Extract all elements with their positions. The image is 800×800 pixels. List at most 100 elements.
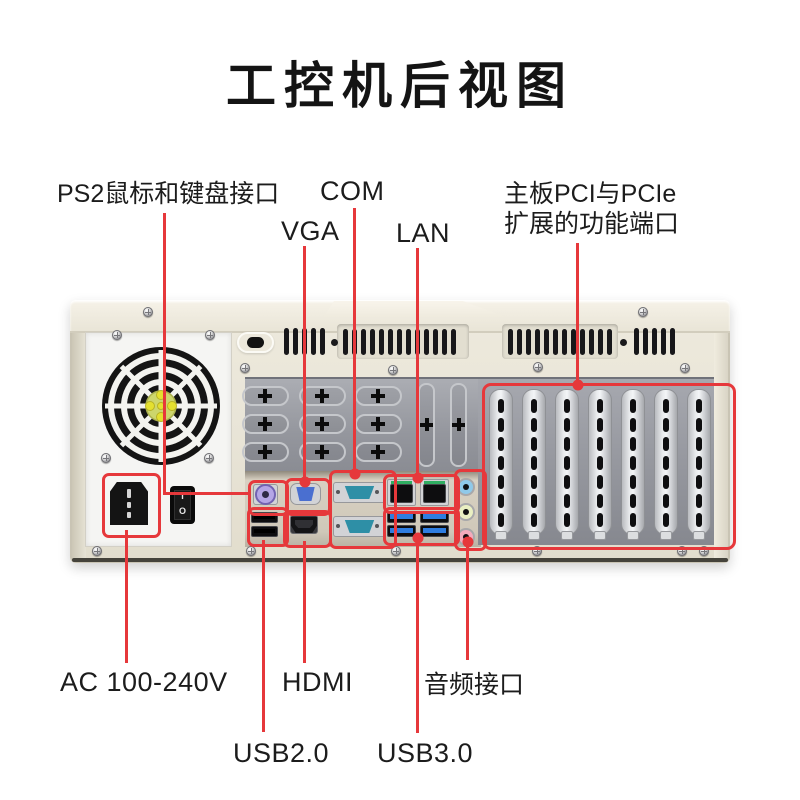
vent-slot: [433, 329, 438, 355]
pci-cover-vent: [663, 437, 669, 451]
leader-dot-audio: [462, 536, 474, 548]
pci-cover-vent: [696, 456, 702, 470]
leader-pci: [576, 243, 579, 385]
com-port-top: [344, 486, 375, 499]
leader-com: [353, 208, 356, 473]
screw: [204, 453, 214, 463]
vent-slot: [580, 329, 585, 355]
screw: [391, 546, 401, 556]
pci-cover-vent: [663, 513, 669, 527]
vent-slot: [424, 329, 429, 355]
pci-cover-vent: [531, 475, 537, 489]
leader-dot-pci: [572, 379, 584, 391]
screw: [205, 330, 215, 340]
vent-slot: [607, 329, 612, 355]
knockout-cross: [320, 445, 324, 459]
screw: [246, 546, 256, 556]
label-usb3: USB3.0: [377, 738, 474, 768]
com-screw-post: [375, 490, 379, 494]
leader-dot-lan: [412, 472, 424, 484]
screw: [638, 307, 648, 317]
pci-cover-vent: [498, 437, 504, 451]
label-usb2: USB2.0: [233, 738, 330, 768]
lan-port: [423, 484, 446, 503]
box-pci: [482, 383, 736, 550]
leader-dot-vga: [299, 476, 311, 488]
page-title: 工控机后视图: [226, 58, 574, 114]
chassis-left-edge: [72, 333, 86, 559]
pci-cover-vent: [564, 399, 570, 413]
pci-cover-vent: [630, 494, 636, 508]
vent-slot: [634, 328, 639, 355]
pci-cover-tab: [528, 531, 540, 540]
pci-cover-vent: [531, 456, 537, 470]
vent-slot: [320, 328, 325, 355]
pci-cover-vent: [630, 399, 636, 413]
screw: [532, 546, 542, 556]
knockout-cross: [263, 445, 267, 459]
pci-cover-vent: [696, 418, 702, 432]
vent-recess: [337, 324, 469, 359]
pci-cover-vent: [498, 475, 504, 489]
pci-cover-vent: [564, 437, 570, 451]
vent-slot: [451, 329, 456, 355]
ac-pin: [127, 489, 131, 498]
pci-cover-vent: [663, 418, 669, 432]
leader-audio: [466, 543, 469, 660]
vent-slot: [442, 329, 447, 355]
pci-slot-cover: [489, 389, 513, 535]
vent-slot: [562, 329, 567, 355]
pci-cover-vent: [531, 399, 537, 413]
usb3-tongue: [423, 514, 446, 519]
label-pci-line2: 扩展的功能端口: [504, 210, 680, 238]
vent-slot: [571, 329, 576, 355]
pci-cover-vent: [531, 494, 537, 508]
screw: [533, 362, 543, 372]
pci-cover-tab: [627, 531, 639, 540]
pci-cover-vent: [498, 513, 504, 527]
audio-jack-hole: [463, 509, 469, 515]
screw: [143, 307, 153, 317]
chassis-right-edge: [714, 333, 728, 559]
pci-cover-vent: [663, 399, 669, 413]
power-switch-on-mark: I: [181, 491, 184, 501]
box-hdmi: [283, 510, 332, 548]
box-usb2: [247, 507, 289, 547]
pci-cover-vent: [663, 456, 669, 470]
leader-dot-com: [349, 468, 361, 480]
label-com: COM: [320, 176, 385, 206]
com-screw-post: [375, 524, 379, 528]
leader-hdmi: [303, 541, 306, 663]
screw: [680, 363, 690, 373]
label-pci-line1: 主板PCI与PCIe: [504, 180, 677, 208]
vent-hole: [331, 339, 338, 346]
screw: [112, 330, 122, 340]
knockout-cross: [320, 417, 324, 431]
vent-slot: [293, 328, 298, 355]
pci-cover-vent: [696, 475, 702, 489]
vent-slot: [397, 329, 402, 355]
vent-slot: [388, 329, 393, 355]
usb2-slot: [254, 529, 275, 533]
box-ac: [102, 473, 161, 538]
vent-slot: [343, 329, 348, 355]
label-hdmi: HDMI: [282, 667, 353, 697]
pci-cover-vent: [498, 399, 504, 413]
pci-cover-vent: [498, 418, 504, 432]
pci-cover-tab: [561, 531, 573, 540]
label-pci: 主板PCI与PCIe 扩展的功能端口: [504, 179, 679, 239]
vent-slot: [598, 329, 603, 355]
pci-cover-tab: [693, 531, 705, 540]
label-ps2: PS2鼠标和键盘接口: [57, 180, 280, 208]
vent-slot: [370, 329, 375, 355]
pci-cover-vent: [597, 418, 603, 432]
screw: [240, 363, 250, 373]
knockout-cross: [263, 417, 267, 431]
knockout-cross: [376, 389, 380, 403]
pci-cover-vent: [663, 494, 669, 508]
vga-port: [296, 487, 315, 501]
pci-cover-vent: [564, 494, 570, 508]
box-usb3: [383, 507, 460, 546]
vent-slot: [379, 329, 384, 355]
